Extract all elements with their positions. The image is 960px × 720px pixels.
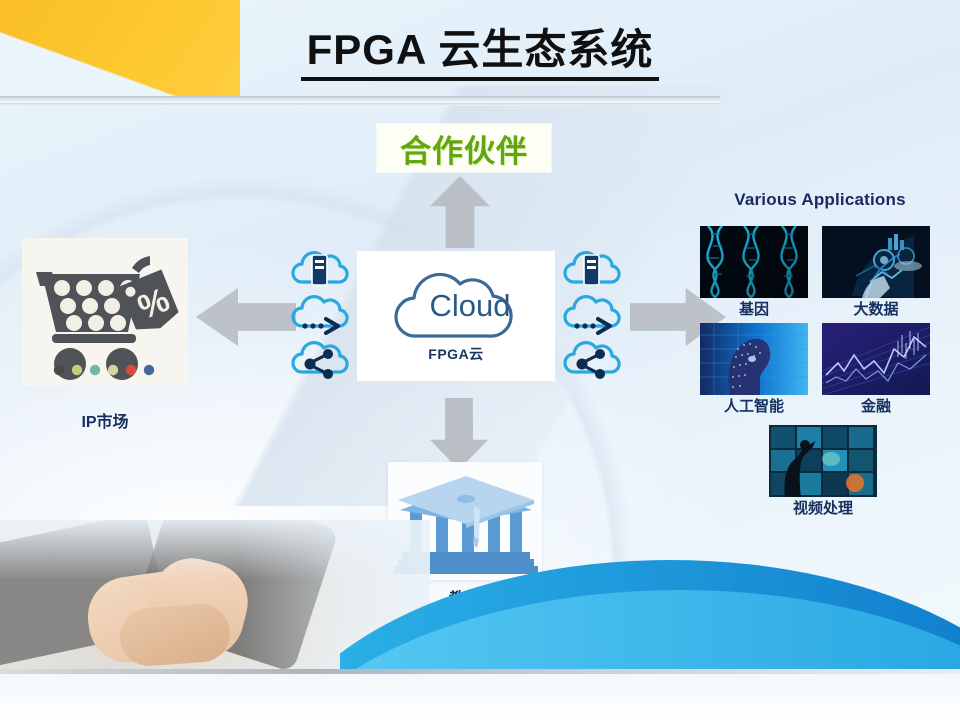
graduation-building-icon bbox=[394, 476, 538, 574]
footer-fill bbox=[0, 674, 960, 720]
application-label: 视频处理 bbox=[792, 500, 853, 517]
applications-grid: 基因 bbox=[700, 226, 946, 522]
cloud-transfer-icon bbox=[291, 295, 349, 335]
big-data-thumb bbox=[822, 226, 930, 298]
video-wall-thumb bbox=[769, 425, 877, 497]
ip-market-label: IP市场 bbox=[81, 414, 129, 431]
partners-badge: 合作伙伴 bbox=[377, 124, 551, 172]
footer-divider bbox=[0, 669, 960, 674]
application-label: 金融 bbox=[860, 397, 891, 415]
application-item: 基因 bbox=[700, 226, 808, 319]
fpga-cloud-label: FPGA云 bbox=[428, 346, 484, 362]
arrow-left-icon bbox=[196, 288, 296, 346]
yellow-ribbon-decoration bbox=[0, 0, 240, 104]
application-label: 人工智能 bbox=[723, 397, 784, 415]
header-divider-shadow bbox=[0, 103, 720, 106]
partners-badge-label: 合作伙伴 bbox=[400, 133, 528, 169]
dna-helix-thumb bbox=[700, 226, 808, 298]
arrow-down-icon bbox=[430, 398, 488, 470]
fpga-cloud-card: Cloud FPGA云 bbox=[357, 251, 555, 381]
header-divider bbox=[0, 96, 720, 103]
applications-heading: Various Applications bbox=[734, 190, 906, 209]
finance-chart-thumb bbox=[822, 322, 930, 395]
cloud-word: Cloud bbox=[430, 288, 511, 323]
cloud-logo-icon: Cloud bbox=[394, 272, 513, 338]
application-label: 基因 bbox=[738, 301, 769, 318]
application-item: 大数据 bbox=[822, 226, 930, 319]
page-title-text: FPGA 云生态系统 bbox=[300, 26, 660, 82]
education-card bbox=[388, 462, 542, 580]
cloud-icons-right bbox=[560, 248, 622, 384]
application-label: 大数据 bbox=[853, 301, 899, 318]
cloud-server-icon bbox=[563, 251, 621, 286]
shopping-cart-discount-icon: % bbox=[36, 256, 179, 380]
application-item: 人工智能 bbox=[700, 322, 808, 416]
page-title: FPGA 云生态系统 bbox=[0, 26, 960, 82]
cloud-transfer-icon bbox=[563, 295, 621, 335]
cloud-icons-left bbox=[288, 248, 350, 384]
cloud-share-icon bbox=[291, 341, 349, 379]
application-item: 视频处理 bbox=[769, 425, 877, 518]
cloud-server-icon bbox=[291, 251, 349, 286]
ai-head-thumb bbox=[700, 322, 808, 395]
ip-market-card: % bbox=[22, 238, 188, 386]
cloud-share-icon bbox=[563, 341, 621, 379]
arrow-up-icon bbox=[430, 176, 490, 248]
application-item: 金融 bbox=[822, 322, 930, 416]
